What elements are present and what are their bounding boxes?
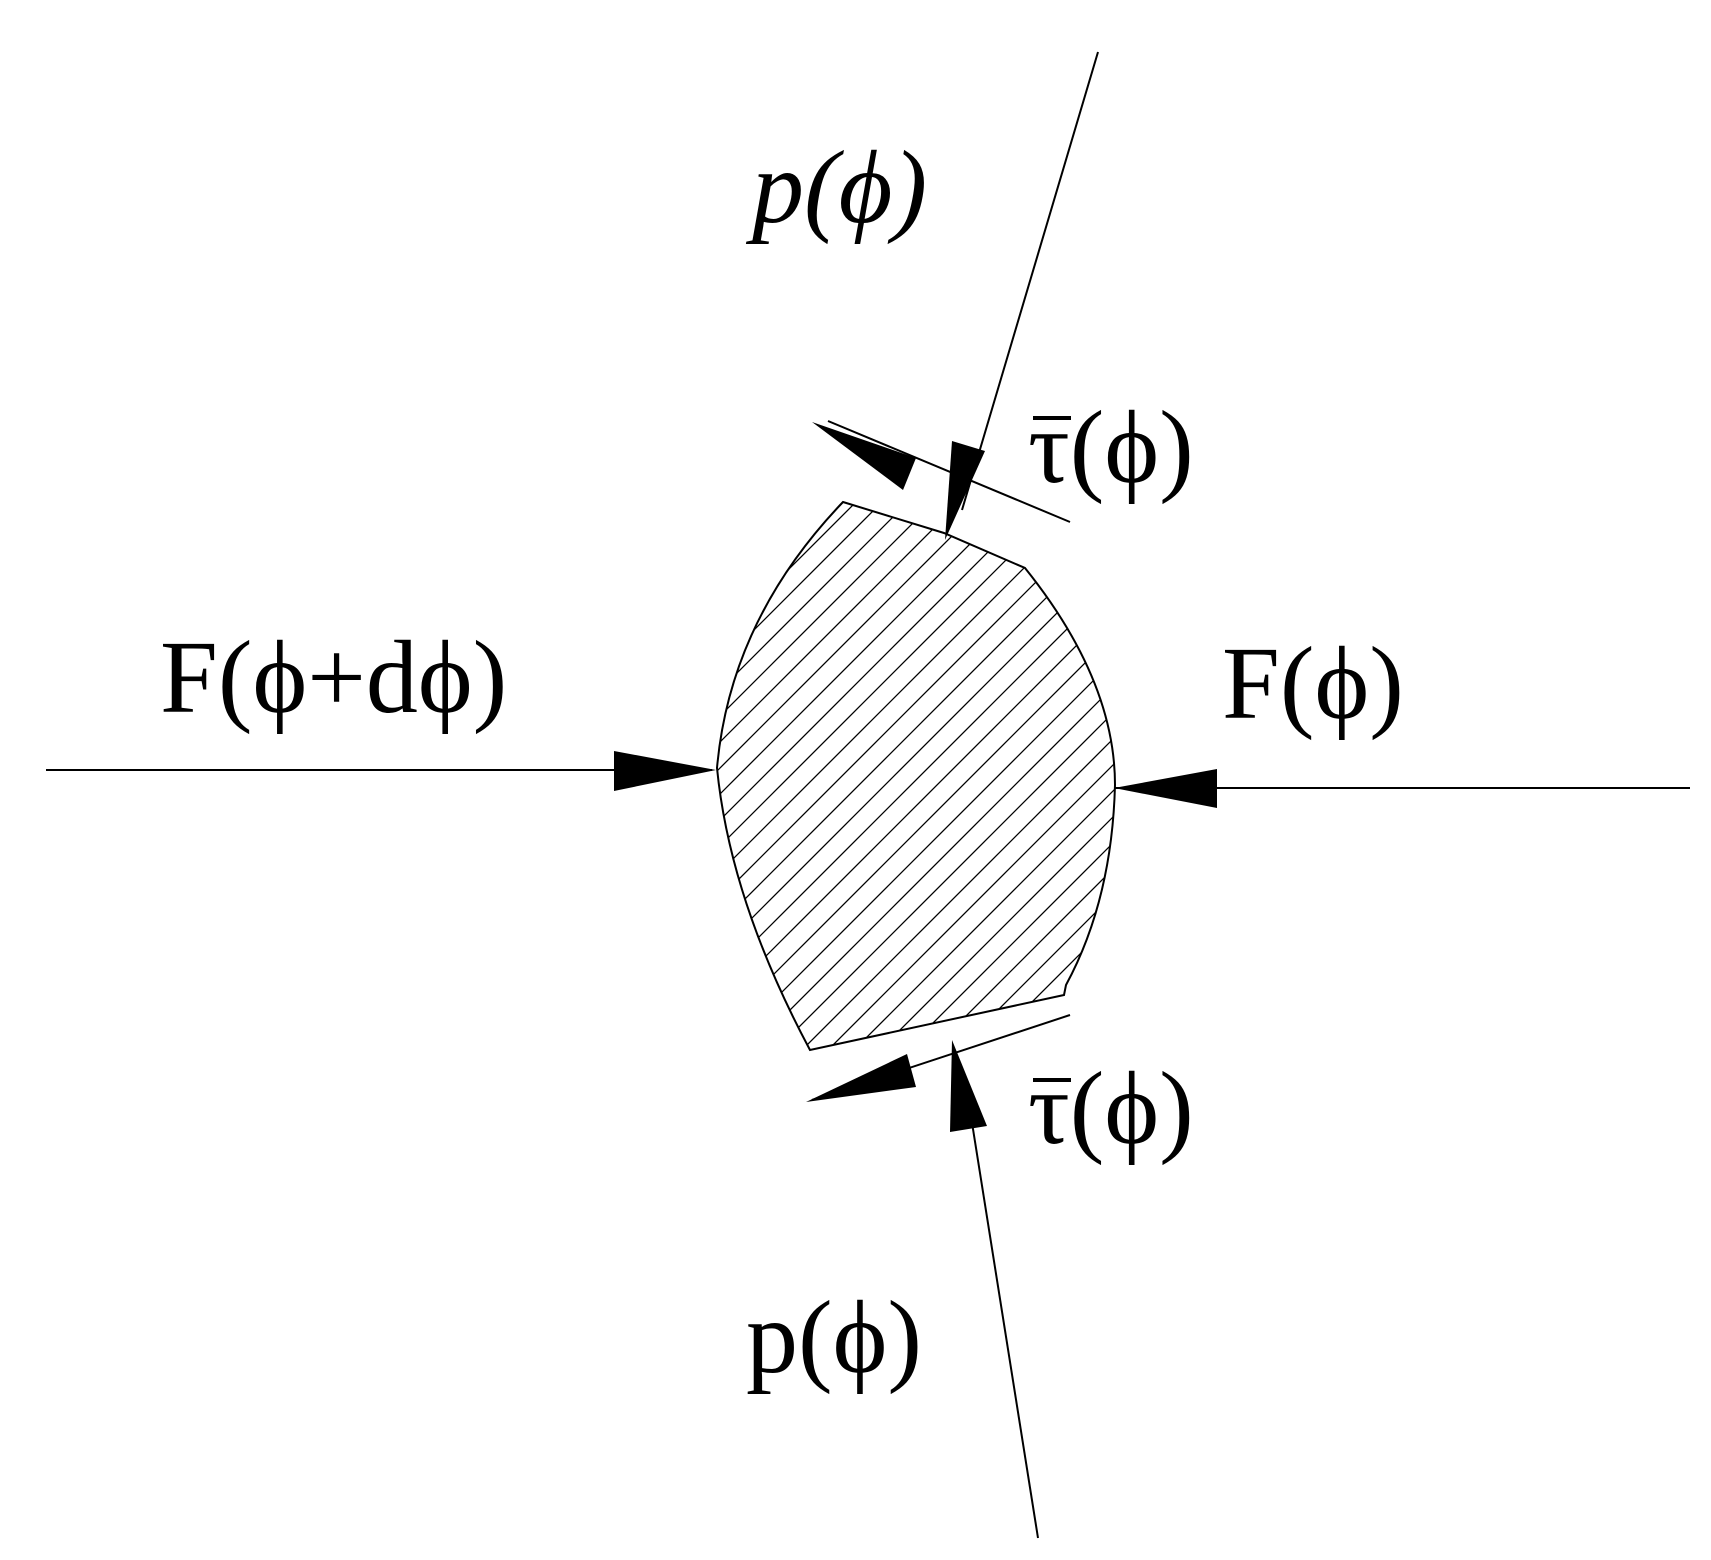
hatch-line [717,502,1115,1050]
shear-arrow-bottom [806,1054,916,1102]
hatch-line [717,502,801,1050]
hatch-line [717,502,957,1050]
label-f-left: F(ϕ+dϕ) [160,620,507,735]
hatch-line [717,502,983,1050]
hatch-line [717,502,827,1050]
hatch-line [717,502,853,1050]
radial-line-top [961,51,1099,511]
hatch-line [717,502,905,1050]
hatch-line [717,502,931,1050]
pressure-arrow-top [945,441,985,540]
hatch-line [717,502,1115,1050]
hatch-line [717,502,1113,1050]
radial-line-bottom [965,1084,1039,1539]
hatch-line [717,502,1115,1050]
hatch-line [717,502,1115,1050]
hatch-line [1118,350,1711,1150]
hatch-line [727,502,1115,1050]
hatch-line [883,502,1115,1050]
hatch-line [717,502,1115,1050]
hatch-line [717,502,1115,1050]
hatch-line [717,502,1115,1050]
element-outline [715,500,1117,1052]
shear-arrow-top [812,422,916,490]
hatch-line [779,502,1115,1050]
pressure-arrow-bottom [950,1040,987,1132]
force-arrow-right [1114,769,1217,808]
hatch-line [717,502,1115,1050]
differential-element [715,350,1711,1150]
hatch-line [717,502,1061,1050]
hatch-line [717,502,1035,1050]
label-tau-top-group: τ(ϕ) [1028,390,1194,505]
hatch-line [805,502,1115,1050]
hatch-line [717,502,1115,1050]
element-hatching [717,350,1711,1150]
label-tau-top: τ(ϕ) [1028,390,1194,505]
hatch-line [717,502,879,1050]
force-arrow-left [614,751,716,791]
hatch-line [717,502,1115,1050]
hatch-line [753,502,1115,1050]
shear-line-top [827,420,1071,523]
hatch-line [717,502,1115,1050]
label-p-top: p(ϕ) [745,130,927,245]
hatch-line [857,502,1115,1050]
label-tau-bottom: τ(ϕ) [1028,1051,1194,1166]
label-f-right: F(ϕ) [1222,626,1404,741]
hatch-line [1144,350,1711,1150]
label-p-bottom: p(ϕ) [746,1280,922,1395]
hatch-line [717,502,1115,1050]
label-tau-bottom-group: τ(ϕ) [1028,1051,1194,1166]
